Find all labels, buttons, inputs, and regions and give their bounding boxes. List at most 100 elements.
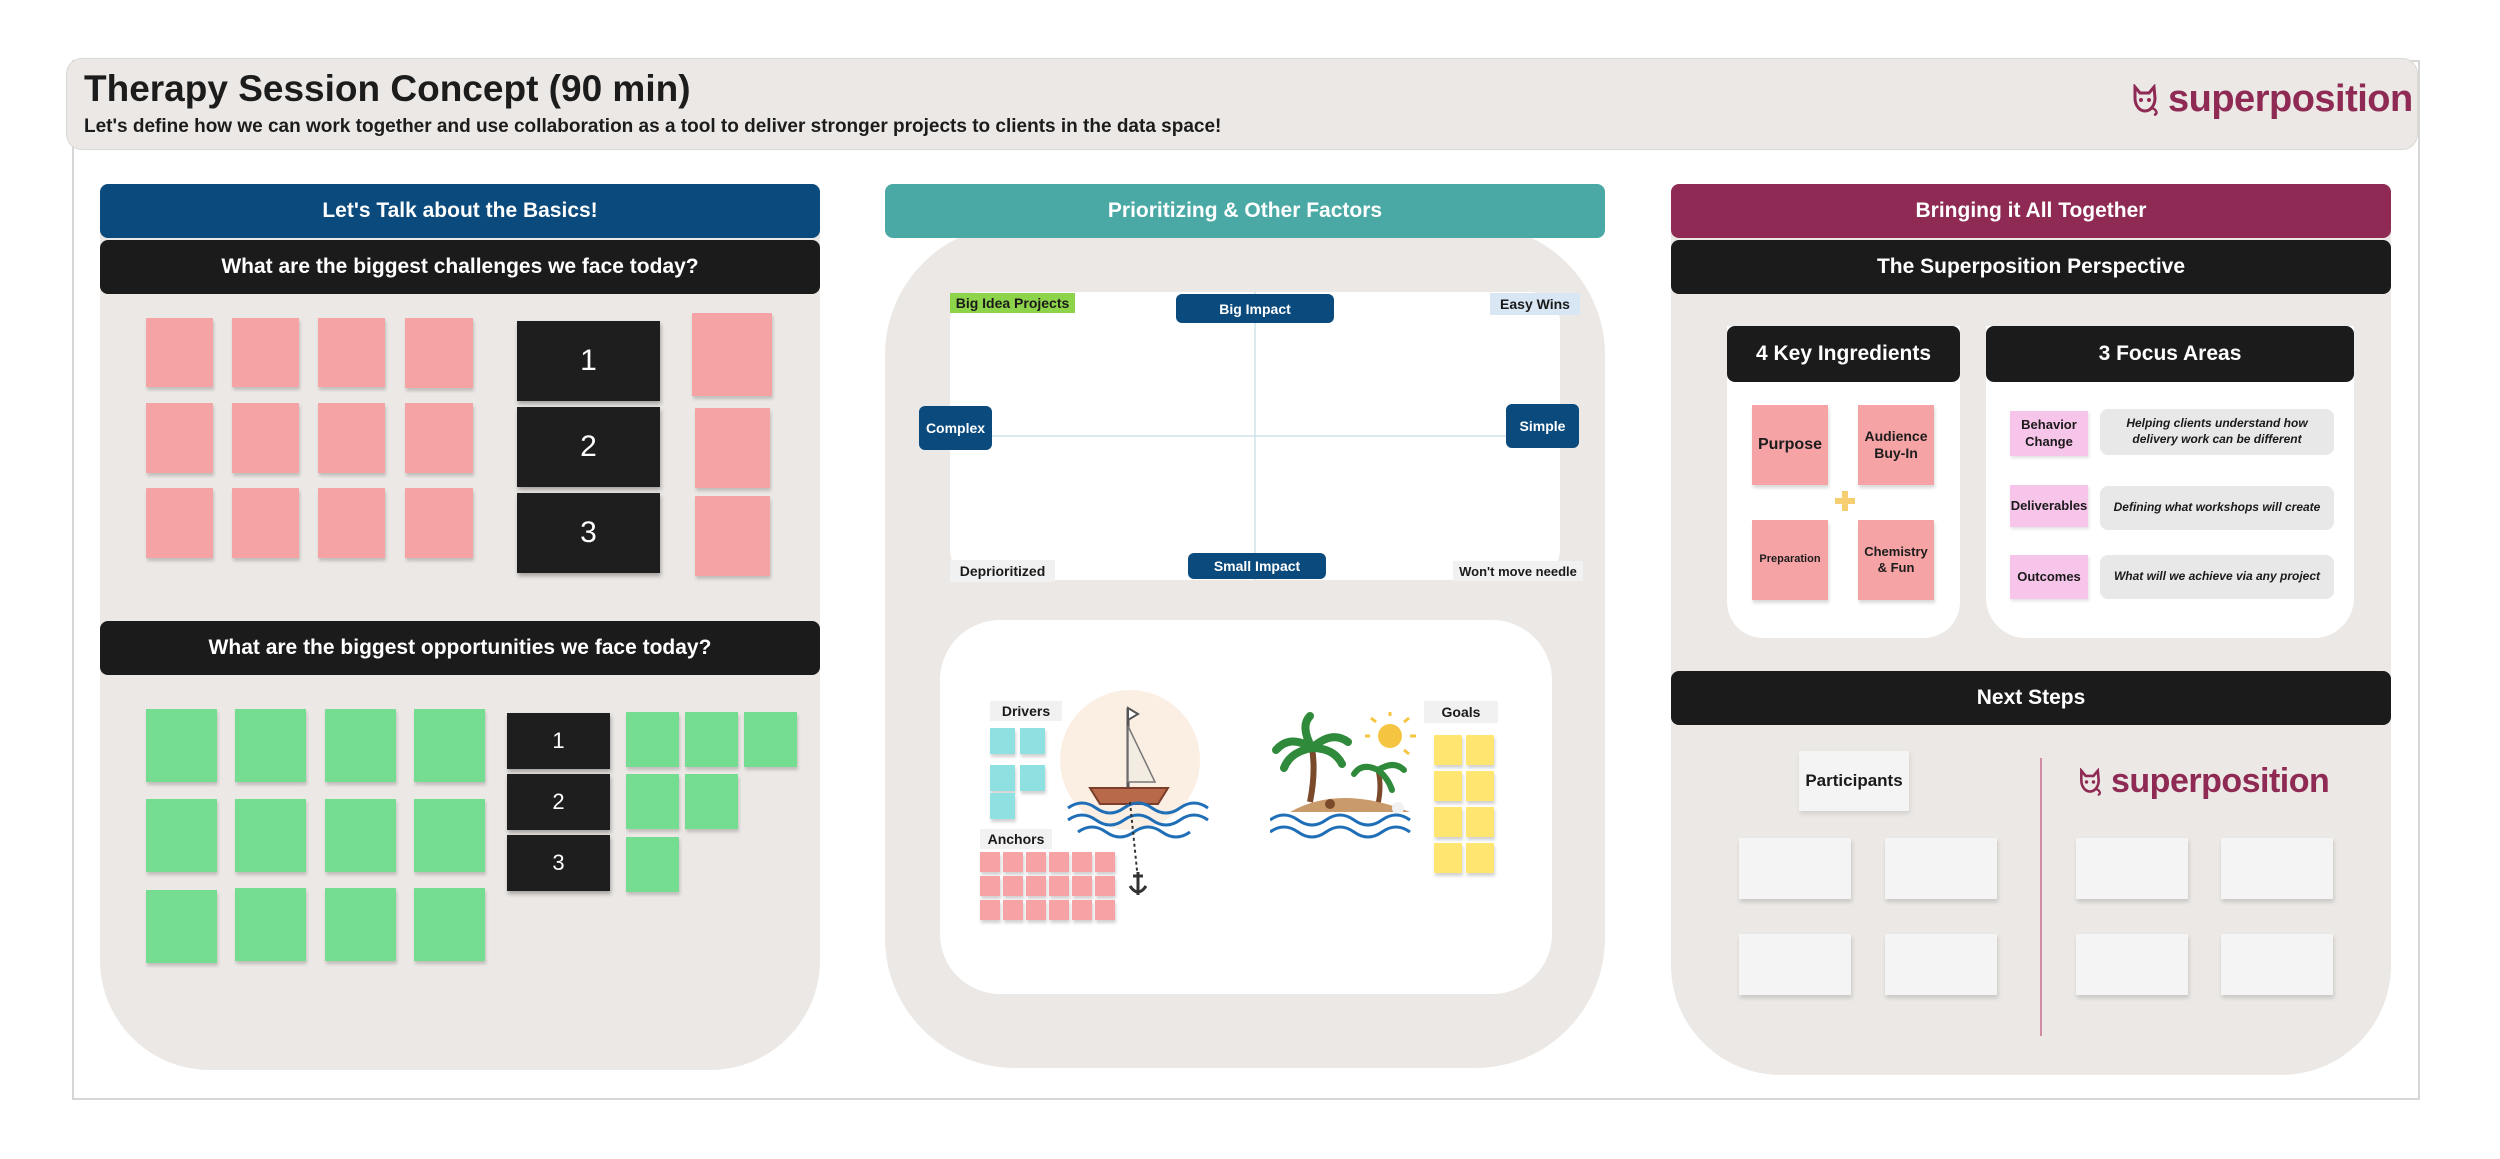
sticky-note[interactable]: [626, 837, 679, 892]
goal-sticky[interactable]: [1466, 771, 1494, 801]
focus-deliverables[interactable]: Deliverables: [2010, 485, 2088, 527]
anchor-sticky[interactable]: [1049, 900, 1069, 920]
driver-sticky[interactable]: [1020, 765, 1045, 791]
driver-sticky[interactable]: [1020, 728, 1045, 754]
sticky-note[interactable]: [405, 488, 473, 558]
quadrant-label-wont-move-needle: Won't move needle: [1453, 561, 1583, 581]
anchor-sticky[interactable]: [1072, 900, 1092, 920]
anchor-sticky[interactable]: [1026, 876, 1046, 896]
sticky-note[interactable]: [414, 799, 485, 872]
driver-sticky[interactable]: [990, 728, 1015, 754]
sticky-note[interactable]: [146, 488, 213, 558]
participant-note[interactable]: [1739, 934, 1851, 995]
impact-matrix[interactable]: [950, 292, 1560, 580]
sticky-note[interactable]: [685, 712, 738, 767]
anchor-sticky[interactable]: [1026, 852, 1046, 872]
sticky-note[interactable]: [325, 709, 396, 782]
goal-sticky[interactable]: [1466, 735, 1494, 765]
focus-deliverables-desc: Defining what workshops will create: [2100, 486, 2334, 530]
sticky-note[interactable]: [318, 403, 385, 473]
sticky-note[interactable]: [695, 496, 770, 576]
rank-card-2[interactable]: 2: [507, 774, 610, 830]
rank-card-3[interactable]: 3: [517, 493, 660, 573]
sticky-note[interactable]: [325, 888, 396, 961]
anchor-sticky[interactable]: [1072, 876, 1092, 896]
rank-card-2[interactable]: 2: [517, 407, 660, 487]
sticky-note[interactable]: [626, 774, 679, 829]
sticky-note[interactable]: [414, 709, 485, 782]
driver-sticky[interactable]: [990, 793, 1015, 819]
sticky-note[interactable]: [405, 403, 473, 473]
sticky-note[interactable]: [685, 774, 738, 829]
cat-mascot-icon: [2133, 83, 2158, 116]
driver-sticky[interactable]: [990, 765, 1015, 791]
sticky-note[interactable]: [318, 488, 385, 558]
anchor-sticky[interactable]: [1049, 852, 1069, 872]
sticky-note[interactable]: [146, 709, 217, 782]
focus-behavior-change[interactable]: Behavior Change: [2010, 411, 2088, 456]
anchor-sticky[interactable]: [980, 876, 1000, 896]
sticky-note[interactable]: [235, 799, 306, 872]
anchor-sticky[interactable]: [980, 852, 1000, 872]
sticky-note[interactable]: [235, 709, 306, 782]
superposition-note[interactable]: [2076, 838, 2188, 899]
goal-sticky[interactable]: [1434, 843, 1462, 873]
rank-card-1[interactable]: 1: [517, 321, 660, 401]
superposition-note[interactable]: [2076, 934, 2188, 995]
sticky-note[interactable]: [414, 888, 485, 961]
goal-sticky[interactable]: [1434, 771, 1462, 801]
basics-banner: Let's Talk about the Basics!: [100, 184, 820, 238]
ingredient-preparation[interactable]: Preparation: [1752, 520, 1828, 600]
goal-sticky[interactable]: [1434, 807, 1462, 837]
anchor-sticky[interactable]: [1003, 852, 1023, 872]
sticky-note[interactable]: [325, 799, 396, 872]
sticky-note[interactable]: [626, 712, 679, 767]
ingredient-chemistry-fun[interactable]: Chemistry & Fun: [1858, 520, 1934, 600]
goal-sticky[interactable]: [1434, 735, 1462, 765]
sticky-note[interactable]: [318, 318, 385, 387]
sticky-note[interactable]: [146, 890, 217, 963]
anchor-sticky[interactable]: [1003, 900, 1023, 920]
anchor-sticky[interactable]: [980, 900, 1000, 920]
ingredients-heading: 4 Key Ingredients: [1727, 326, 1960, 382]
sticky-note[interactable]: [405, 318, 473, 388]
participant-note[interactable]: [1885, 838, 1997, 899]
ingredient-audience-buy-in[interactable]: Audience Buy-In: [1858, 405, 1934, 485]
board-subtitle: Let's define how we can work together an…: [84, 116, 1222, 137]
sticky-note[interactable]: [146, 403, 213, 473]
goal-sticky[interactable]: [1466, 843, 1494, 873]
anchor-sticky[interactable]: [1095, 876, 1115, 896]
participant-note[interactable]: [1739, 838, 1851, 899]
sticky-note[interactable]: [744, 712, 797, 767]
together-banner: Bringing it All Together: [1671, 184, 2391, 238]
focus-outcomes[interactable]: Outcomes: [2010, 555, 2088, 599]
anchor-sticky[interactable]: [1049, 876, 1069, 896]
divider: [2040, 758, 2042, 1036]
island-icon: [1270, 712, 1416, 839]
anchor-sticky[interactable]: [1026, 900, 1046, 920]
sticky-note[interactable]: [146, 799, 217, 872]
sticky-note[interactable]: [232, 318, 299, 387]
ingredient-purpose[interactable]: Purpose: [1752, 405, 1828, 485]
sticky-note[interactable]: [695, 408, 770, 488]
participant-note[interactable]: [1885, 934, 1997, 995]
sticky-note[interactable]: [235, 888, 306, 961]
anchor-sticky[interactable]: [1095, 900, 1115, 920]
sticky-note[interactable]: [232, 403, 299, 473]
anchor-sticky[interactable]: [1003, 876, 1023, 896]
cat-mascot-icon: [2080, 767, 2101, 796]
anchor-sticky[interactable]: [1095, 852, 1115, 872]
anchor-sticky[interactable]: [1072, 852, 1092, 872]
superposition-note[interactable]: [2221, 934, 2333, 995]
sticky-note[interactable]: [146, 318, 213, 387]
goal-sticky[interactable]: [1466, 807, 1494, 837]
sticky-note[interactable]: [692, 313, 772, 396]
sticky-note[interactable]: [232, 488, 299, 558]
rank-card-1[interactable]: 1: [507, 713, 610, 769]
superposition-logo: superposition: [2130, 78, 2413, 121]
rank-card-3[interactable]: 3: [507, 835, 610, 891]
superposition-note[interactable]: [2221, 838, 2333, 899]
focus-outcomes-desc: What will we achieve via any project: [2100, 555, 2334, 599]
logo-text: superposition: [2111, 762, 2330, 800]
